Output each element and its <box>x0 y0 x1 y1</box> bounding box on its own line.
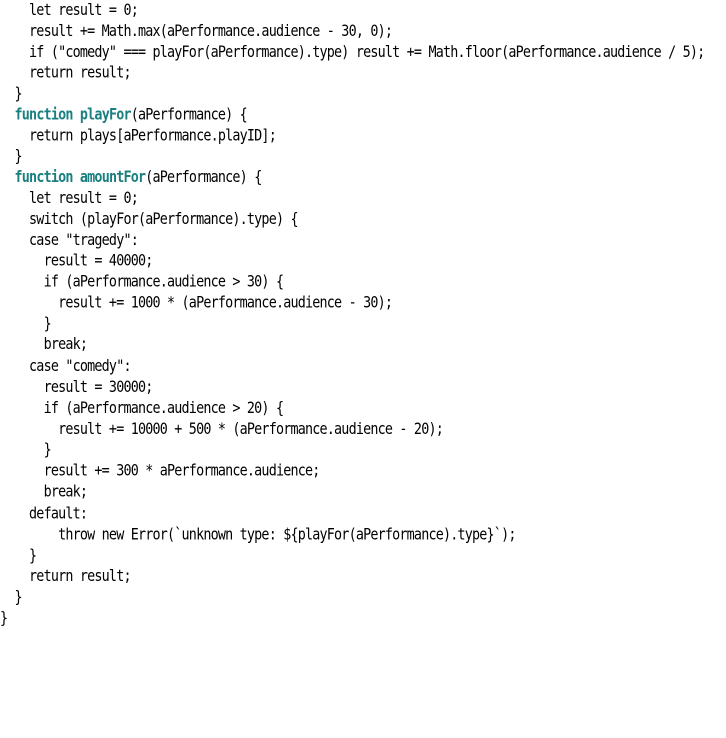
code-line: return result; <box>0 568 131 586</box>
code-line: } <box>0 148 23 166</box>
code-line-function-declaration: function playFor(aPerformance) { <box>0 106 248 127</box>
code-line-function-declaration: function amountFor(aPerformance) { <box>0 168 263 189</box>
code-line: switch (playFor(aPerformance).type) { <box>0 211 299 229</box>
code-line: let result = 0; <box>0 190 139 208</box>
code-line: break; <box>0 483 88 502</box>
code-line: if (aPerformance.audience > 20) { <box>0 400 284 418</box>
code-line: throw new Error(`unknown type: ${playFor… <box>0 526 516 545</box>
function-params: (aPerformance) { <box>145 169 262 187</box>
code-line: if ("comedy" === playFor(aPerformance).t… <box>0 44 705 62</box>
code-line: default: <box>0 505 88 524</box>
code-indent <box>0 107 15 124</box>
code-line: result = 30000; <box>0 379 154 397</box>
code-line: } <box>0 441 52 460</box>
function-params: (aPerformance) { <box>130 106 248 125</box>
function-name-playFor: playFor <box>79 106 132 125</box>
function-name-amountFor: amountFor <box>79 169 146 187</box>
code-line: result += 1000 * (aPerformance.audience … <box>0 294 393 313</box>
code-line: let result = 0; <box>0 2 139 20</box>
code-line: case "comedy": <box>0 358 131 376</box>
code-indent <box>0 169 15 186</box>
code-line: } <box>0 315 52 333</box>
code-line: result += 300 * aPerformance.audience; <box>0 462 321 481</box>
code-line: case "tragedy": <box>0 232 139 250</box>
code-line: } <box>0 610 8 628</box>
code-line: if (aPerformance.audience > 30) { <box>0 273 284 292</box>
code-space <box>73 169 80 186</box>
code-line: result += Math.max(aPerformance.audience… <box>0 23 393 41</box>
code-line: } <box>0 589 23 607</box>
function-keyword: function <box>14 106 74 125</box>
code-line: break; <box>0 336 88 354</box>
code-line: result = 40000; <box>0 252 154 271</box>
code-line: } <box>0 85 23 104</box>
code-line: result += 10000 + 500 * (aPerformance.au… <box>0 421 444 439</box>
code-space <box>73 107 80 124</box>
code-line: } <box>0 547 37 565</box>
function-keyword: function <box>14 169 74 187</box>
code-line: return plays[aPerformance.playID]; <box>0 127 277 145</box>
code-line: return result; <box>0 64 131 83</box>
